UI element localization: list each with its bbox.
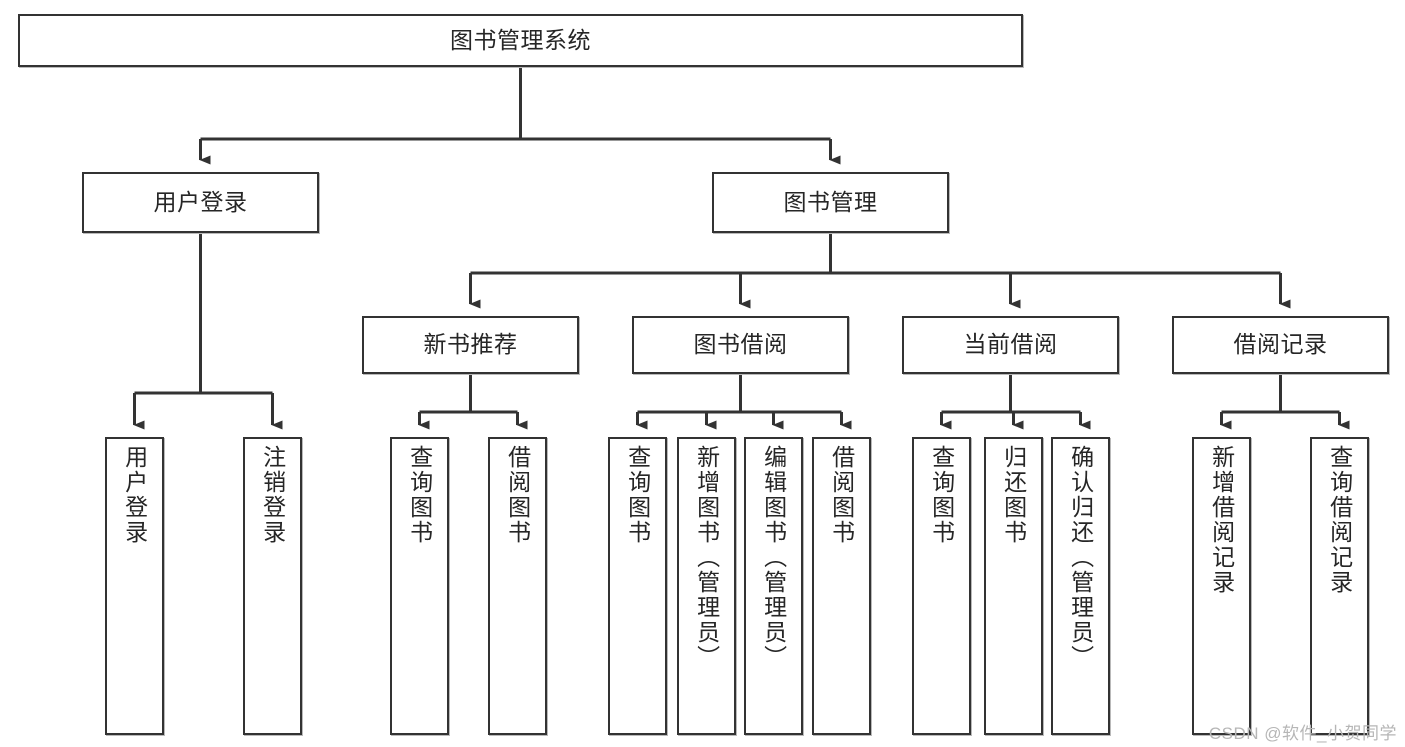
node-label: 借阅图书 [504,445,531,545]
node-root[interactable]: 图书管理系统 [18,14,1023,67]
node-label: 编辑图书（管理员） [760,445,787,670]
node-current-borrow[interactable]: 当前借阅 [902,316,1119,374]
node-leaf-borrow-book[interactable]: 借阅图书 [812,437,871,735]
node-leaf-query-book-new[interactable]: 查询图书 [390,437,449,735]
node-label: 图书管理系统 [450,26,591,53]
node-leaf-borrow-book-new[interactable]: 借阅图书 [488,437,547,735]
node-label: 用户登录 [121,445,148,545]
node-label: 借阅图书 [828,445,855,545]
node-leaf-add-book[interactable]: 新增图书（管理员） [677,437,736,735]
node-leaf-user-login[interactable]: 用户登录 [105,437,164,735]
node-label: 查询图书 [928,445,955,545]
node-label: 新增借阅记录 [1208,445,1235,595]
node-leaf-query-book-current[interactable]: 查询图书 [912,437,971,735]
node-label: 查询图书 [406,445,433,545]
node-label: 当前借阅 [963,331,1058,358]
node-new-book-recommend[interactable]: 新书推荐 [362,316,579,374]
node-label: 确认归还（管理员） [1067,445,1094,670]
node-borrow-record[interactable]: 借阅记录 [1172,316,1389,374]
node-label: 归还图书 [1000,445,1027,545]
node-label: 用户登录 [153,188,248,215]
node-label: 借阅记录 [1233,331,1328,358]
node-label: 注销登录 [259,445,286,545]
node-leaf-return-book[interactable]: 归还图书 [984,437,1043,735]
watermark-text: CSDN @软件_小贺同学 [1208,724,1397,743]
node-book-borrow[interactable]: 图书借阅 [632,316,849,374]
node-leaf-logout[interactable]: 注销登录 [243,437,302,735]
node-label: 图书借阅 [693,331,788,358]
node-user-login[interactable]: 用户登录 [82,172,319,233]
node-leaf-edit-book[interactable]: 编辑图书（管理员） [744,437,803,735]
node-leaf-add-record[interactable]: 新增借阅记录 [1192,437,1251,735]
node-label: 图书管理 [783,188,878,215]
node-label: 新增图书（管理员） [693,445,720,670]
node-book-management[interactable]: 图书管理 [712,172,949,233]
node-label: 查询借阅记录 [1326,445,1353,595]
node-label: 查询图书 [624,445,651,545]
node-leaf-query-record[interactable]: 查询借阅记录 [1310,437,1369,735]
node-leaf-query-book-borrow[interactable]: 查询图书 [608,437,667,735]
node-label: 新书推荐 [423,331,518,358]
node-leaf-confirm-return[interactable]: 确认归还（管理员） [1051,437,1110,735]
